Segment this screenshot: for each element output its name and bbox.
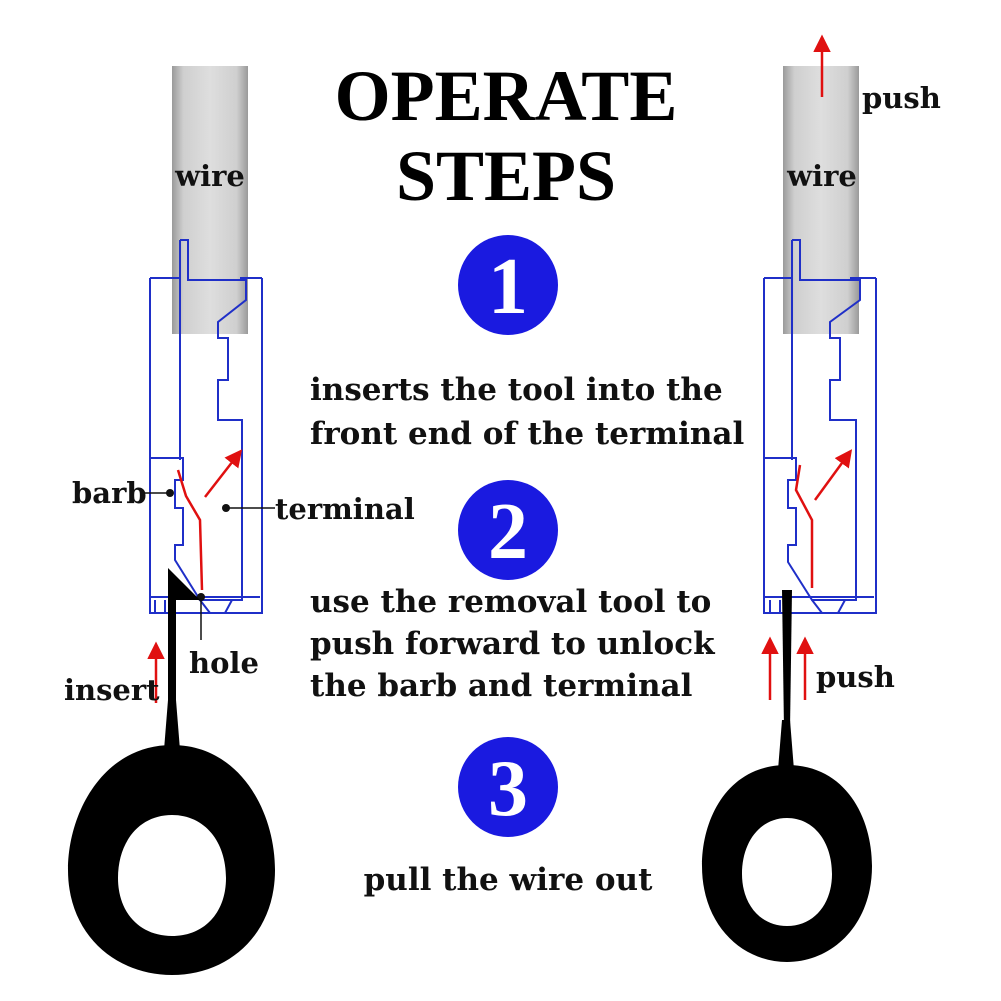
right-barb-lines [794, 464, 814, 588]
right-wire [783, 66, 859, 334]
right-top-push-label: push [862, 81, 941, 115]
left-diagram: wire barb terminal hole [64, 66, 415, 975]
left-terminal-housing [149, 239, 263, 614]
step-1-line-1: inserts the tool into the [310, 372, 723, 408]
step-1-number: 1 [488, 243, 528, 331]
step-2: 2 use the removal tool to push forward t… [310, 480, 716, 704]
step-3-badge: 3 [458, 737, 558, 837]
left-unlock-arrow [204, 449, 243, 498]
title-line-2: STEPS [396, 136, 616, 216]
right-wire-label: wire [786, 159, 857, 193]
step-3: 3 pull the wire out [364, 737, 653, 898]
right-removal-tool [702, 590, 872, 962]
left-barb-lines [176, 469, 204, 591]
title-line-1: OPERATE [335, 56, 678, 136]
hole-label: hole [189, 646, 259, 680]
step-3-line-1: pull the wire out [364, 862, 653, 898]
right-bottom-push-label: push [816, 660, 895, 694]
step-2-line-1: use the removal tool to [310, 584, 711, 620]
left-terminal-callout: terminal [222, 492, 415, 526]
left-wire [172, 66, 248, 334]
left-removal-tool [68, 568, 275, 975]
step-1-line-2: front end of the terminal [310, 416, 744, 452]
left-wire-label: wire [174, 159, 245, 193]
step-2-number: 2 [488, 488, 528, 576]
step-2-line-3: the barb and terminal [310, 668, 692, 704]
step-3-number: 3 [488, 745, 528, 833]
step-1: 1 inserts the tool into the front end of… [310, 235, 744, 452]
insert-label: insert [64, 673, 160, 707]
right-diagram: wire push push [702, 34, 941, 962]
title: OPERATE STEPS [335, 56, 678, 216]
barb-label: barb [72, 476, 147, 510]
right-unlock-arrow [813, 449, 853, 501]
terminal-label: terminal [275, 492, 415, 526]
left-hole-callout: hole [189, 593, 259, 680]
right-terminal-housing [763, 239, 877, 614]
step-2-badge: 2 [458, 480, 558, 580]
left-barb-callout: barb [72, 476, 174, 510]
step-2-line-2: push forward to unlock [310, 626, 716, 662]
step-1-badge: 1 [458, 235, 558, 335]
